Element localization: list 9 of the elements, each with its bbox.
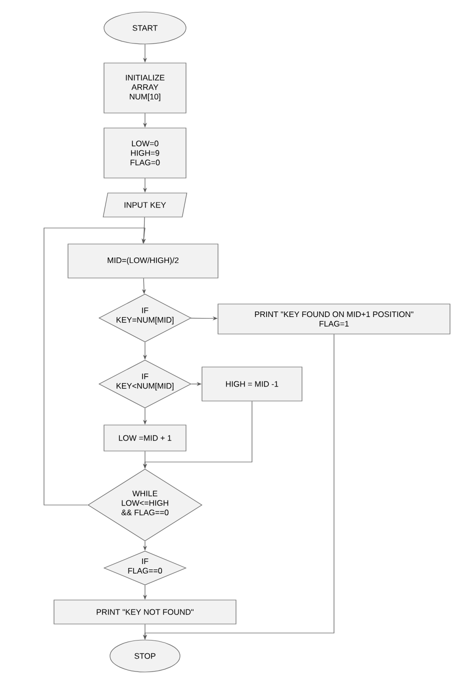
input-parallelogram: INPUT KEY [102, 192, 188, 218]
process-box: PRINT "KEY NOT FOUND" [54, 600, 236, 624]
process-box: MID=(LOW/HIGH)/2 [68, 244, 218, 278]
process-box: INITIALIZE ARRAY NUM[10] [104, 62, 186, 114]
process-box: PRINT "KEY FOUND ON MID+1 POSITION" FLAG=1 [218, 304, 450, 334]
arrow [44, 228, 146, 506]
process-box: LOW =MID + 1 [104, 424, 186, 452]
process-box: HIGH = MID -1 [202, 366, 302, 402]
process-box: LOW=0 HIGH=9 FLAG=0 [104, 128, 186, 178]
